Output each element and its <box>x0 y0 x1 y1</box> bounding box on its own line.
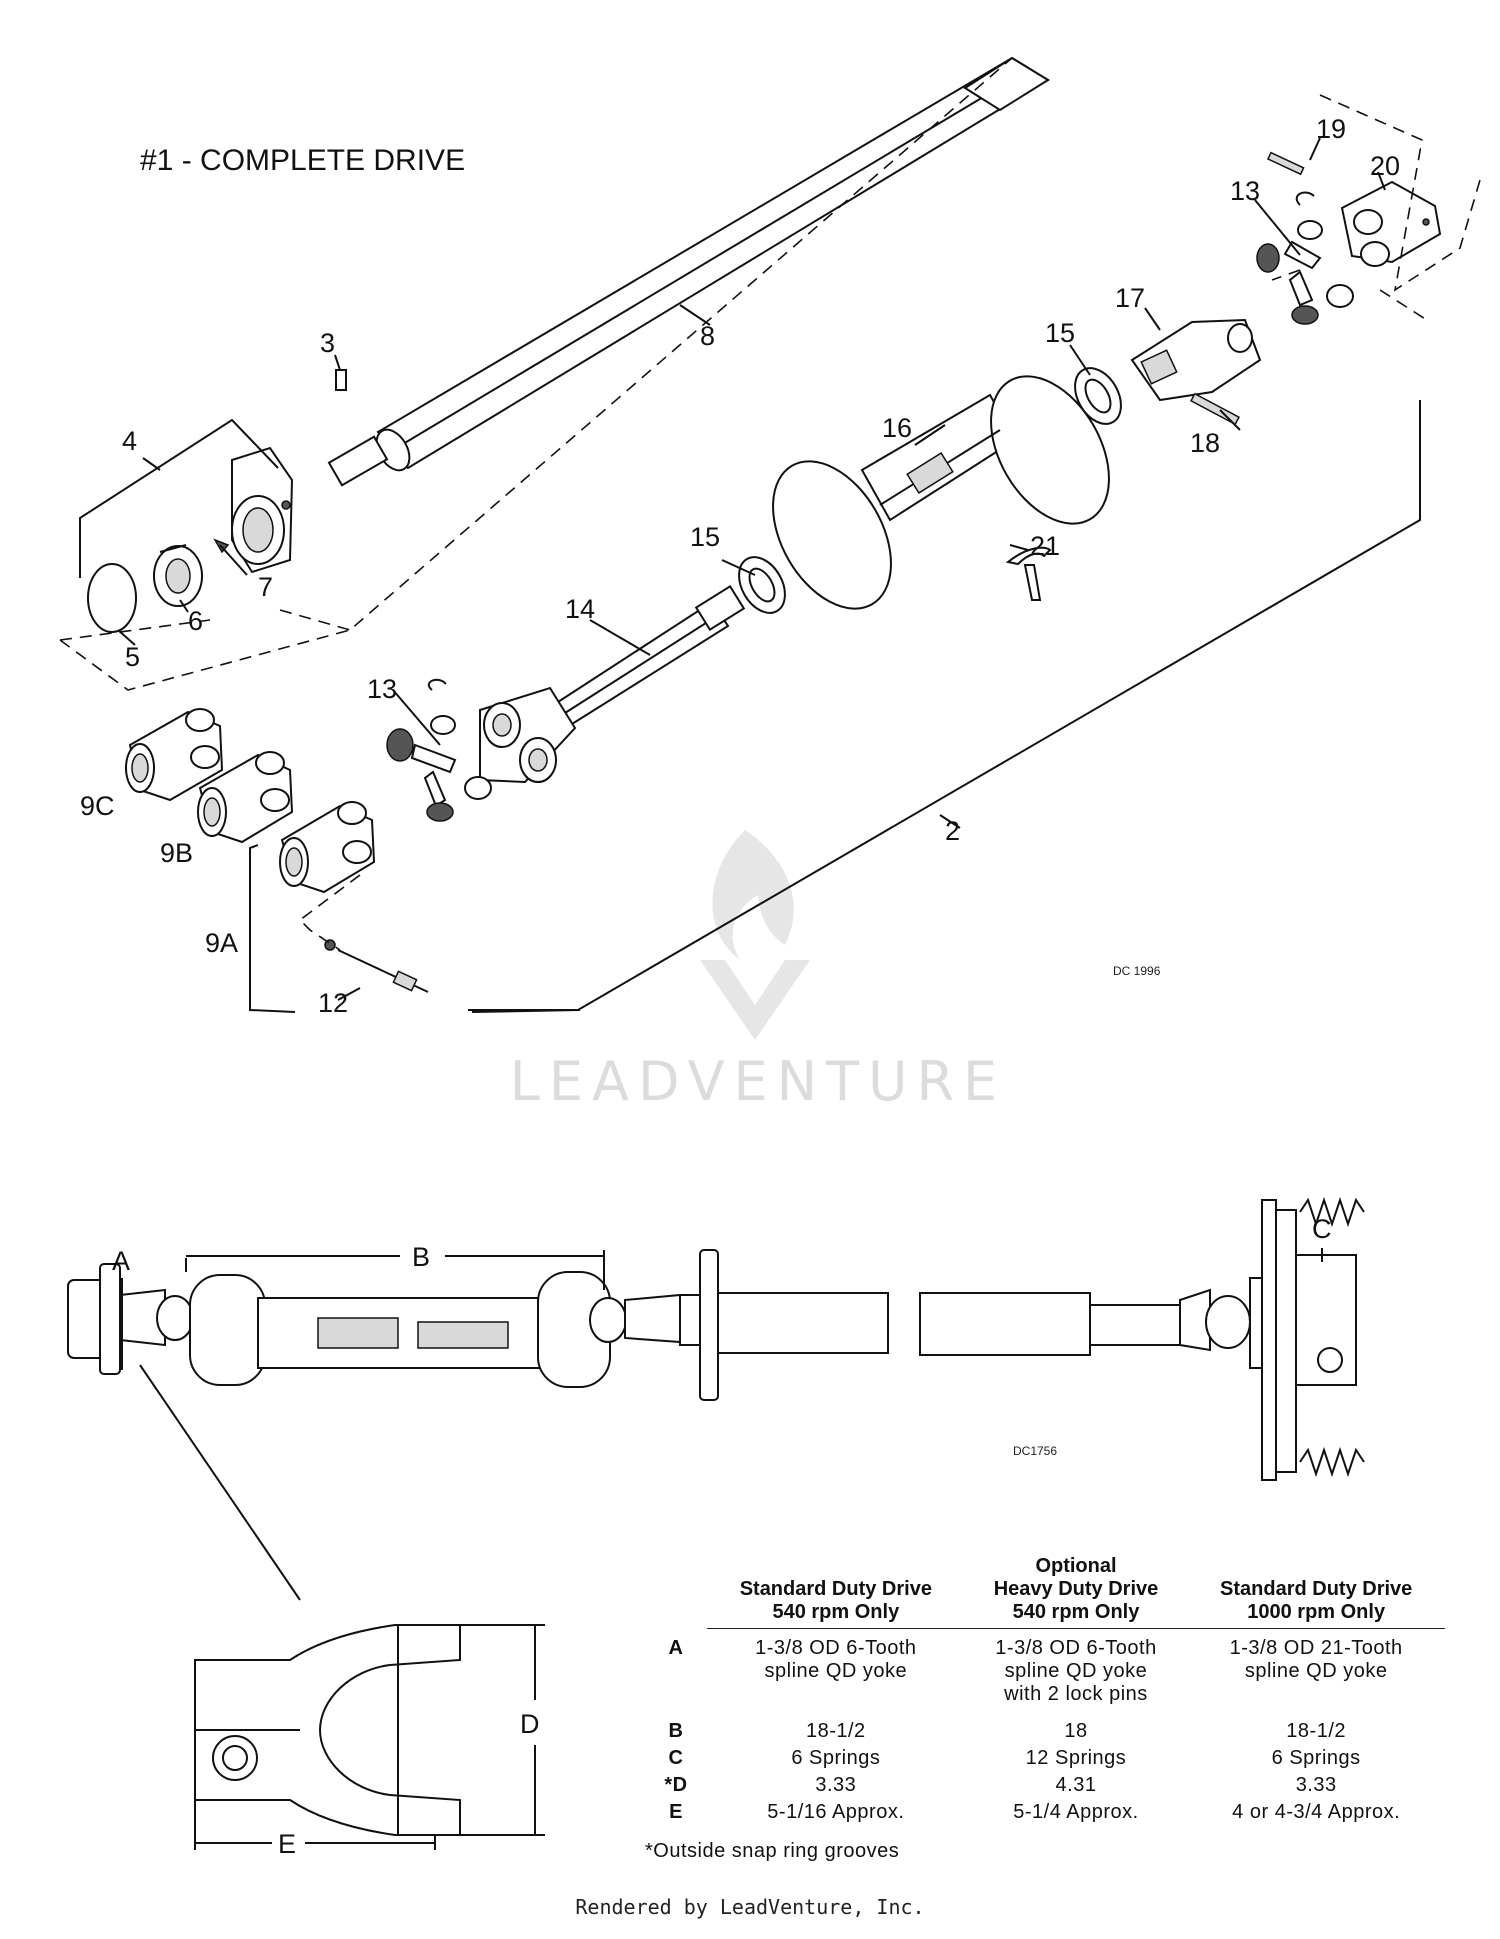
callout-16: 16 <box>882 413 912 443</box>
spec-row-key: C <box>668 1747 684 1769</box>
dim-label-b: B <box>412 1242 430 1272</box>
part-9c-yoke <box>125 708 224 802</box>
part-4-bearing-housing <box>231 446 294 574</box>
callout-15-upper: 15 <box>1045 318 1075 348</box>
part-12-lock-pin <box>324 939 429 993</box>
callout-21: 21 <box>1030 531 1060 561</box>
spec-header-key <box>645 1555 707 1629</box>
spec-row-key: B <box>668 1720 684 1742</box>
callout-3: 3 <box>320 328 335 358</box>
spec-cell: 5-1/16 Approx. <box>767 1801 905 1823</box>
part-18-pin <box>1190 392 1240 426</box>
part-13-cross-lower <box>386 678 492 822</box>
dimension-d: D <box>460 1624 545 1836</box>
spec-cell: 4.31 <box>1055 1774 1097 1796</box>
part-13-cross-upper <box>1256 191 1354 325</box>
spec-row-d: *D 3.33 4.31 3.33 <box>645 1772 1445 1799</box>
dim-label-e: E <box>278 1829 296 1859</box>
dimension-e: E <box>194 1800 436 1859</box>
part-5-snap-ring <box>87 563 137 633</box>
spec-row-key: A <box>668 1636 684 1659</box>
callout-4: 4 <box>122 426 137 456</box>
spec-footnote: *Outside snap ring grooves <box>645 1840 900 1862</box>
callout-15-lower: 15 <box>690 522 720 552</box>
spec-cell: 18 <box>1064 1720 1088 1742</box>
part-20-yoke <box>1340 180 1442 267</box>
yoke-detail <box>194 1624 461 1836</box>
spec-cell: 3.33 <box>815 1774 857 1796</box>
dimension-b: B <box>185 1242 605 1290</box>
callout-14: 14 <box>565 594 595 624</box>
dim-label-a: A <box>112 1246 130 1276</box>
spec-row-key: E <box>669 1801 683 1823</box>
watermark-text: LEADVENTURE <box>510 1050 1006 1113</box>
part-16-shield <box>772 375 1110 610</box>
callout-20: 20 <box>1370 151 1400 181</box>
part-15-ring-upper <box>1074 367 1122 425</box>
callout-7: 7 <box>258 572 273 602</box>
callout-13-lower: 13 <box>367 674 397 704</box>
dim-label-d: D <box>520 1709 540 1739</box>
part-8-outer-tube <box>327 56 1050 487</box>
spec-row-b: B 18-1/2 18 18-1/2 <box>645 1708 1445 1745</box>
callout-2-bracket <box>468 400 1421 1011</box>
spec-cell: 6 Springs <box>791 1747 881 1769</box>
spec-row-e: E 5-1/16 Approx. 5-1/4 Approx. 4 or 4-3/4 A… <box>645 1799 1445 1826</box>
callout-18: 18 <box>1190 428 1220 458</box>
part-19-roll-pin <box>1266 151 1305 176</box>
part-6-bearing <box>153 544 203 607</box>
spec-cell: 5-1/4 Approx. <box>1013 1801 1139 1823</box>
callout-8: 8 <box>700 321 715 351</box>
part-9b-yoke <box>197 751 294 844</box>
spec-cell: 3.33 <box>1295 1774 1337 1796</box>
part-3-key <box>335 369 347 391</box>
spec-cell: 4 or 4-3/4 Approx. <box>1232 1801 1401 1823</box>
diagram-title: #1 - COMPLETE DRIVE <box>140 144 465 177</box>
part-14-inner-shaft <box>479 584 746 784</box>
callout-5: 5 <box>125 642 140 672</box>
callout-6: 6 <box>188 606 203 636</box>
callout-19: 19 <box>1316 114 1346 144</box>
spec-cell: 12 Springs <box>1025 1747 1127 1769</box>
part-9a-yoke <box>279 801 376 894</box>
callout-12: 12 <box>318 988 348 1018</box>
leadventure-watermark: LEADVENTURE <box>510 830 1006 1113</box>
drawing-code-bottom: DC1756 <box>1013 1444 1057 1458</box>
callout-4-bracket <box>79 418 279 578</box>
callout-13-upper: 13 <box>1230 176 1260 206</box>
callout-9b: 9B <box>160 838 193 868</box>
dim-label-c: C <box>1312 1214 1332 1244</box>
part-17-yoke <box>1130 318 1262 402</box>
callout-9a: 9A <box>205 928 238 958</box>
spec-cell: 18-1/2 <box>1286 1720 1347 1742</box>
part-15-ring-lower <box>738 556 786 614</box>
spec-cell: 6 Springs <box>1271 1747 1361 1769</box>
drawing-code-top: DC 1996 <box>1113 964 1161 978</box>
spec-row-key: *D <box>664 1774 688 1796</box>
callout-17: 17 <box>1115 283 1145 313</box>
rendered-by-footer: Rendered by LeadVenture, Inc. <box>575 1895 925 1919</box>
spec-row-c: C 6 Springs 12 Springs 6 Springs <box>645 1745 1445 1772</box>
callout-2: 2 <box>945 816 960 846</box>
assembled-driveline <box>67 1196 1365 1481</box>
callout-9c: 9C <box>80 791 115 821</box>
part-21-clip <box>1005 546 1052 566</box>
spec-cell: 18-1/2 <box>805 1720 866 1742</box>
